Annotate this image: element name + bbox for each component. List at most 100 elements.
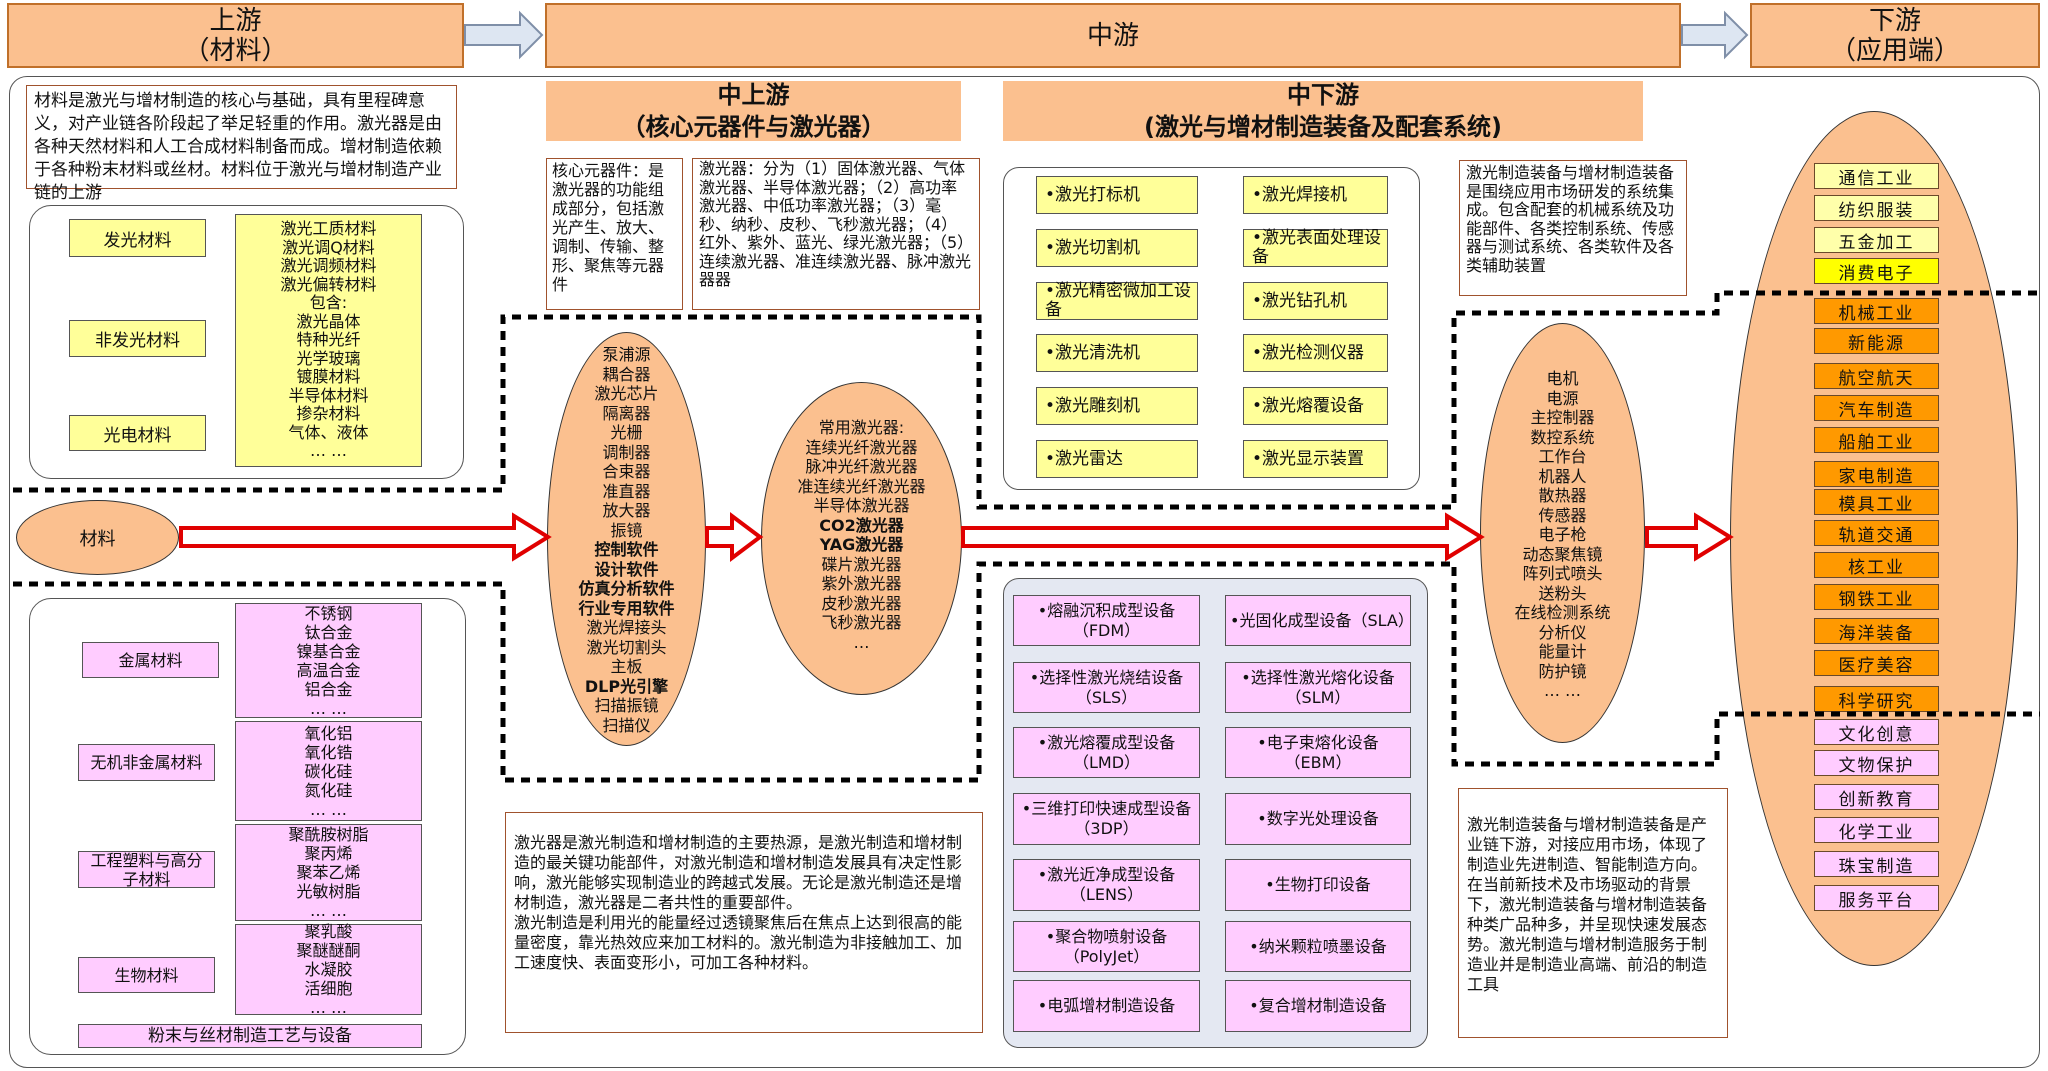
application-item: 轨道交通 <box>1814 520 1939 546</box>
laser-equipment-panel <box>1003 167 1420 490</box>
downstream-title: 下游 <box>1868 5 1921 36</box>
mid-lower-title: 中下游 <box>1287 81 1359 109</box>
laser-equipment-item: •激光切割机 <box>1036 229 1198 267</box>
am-material-item: 聚丙烯 <box>304 844 353 863</box>
laser-type-item: 常用激光器: <box>818 418 905 437</box>
application-item: 服务平台 <box>1814 885 1939 911</box>
materials-root-ellipse: 材料 <box>16 500 179 575</box>
laser-material-item: 特种光纤 <box>296 330 361 350</box>
system-part-item: 电源 <box>1546 388 1579 408</box>
laser-type-item: 飞秒激光器 <box>821 613 902 632</box>
application-item: 文化创意 <box>1814 719 1939 745</box>
powder-equipment-box: 粉末与丝材制造工艺与设备 <box>78 1024 422 1048</box>
am-material-item: 水凝胶 <box>304 960 353 979</box>
laser-equipment-item: •激光清洗机 <box>1036 334 1198 372</box>
component-item: DLP光引擎 <box>584 676 669 696</box>
am-material-category: 生物材料 <box>78 957 215 993</box>
system-part-item: 分析仪 <box>1538 622 1587 642</box>
component-item: 激光焊接头 <box>586 618 667 637</box>
am-material-item: 聚乳酸 <box>304 922 353 941</box>
am-material-item: 铝合金 <box>304 679 353 699</box>
application-item: 纺织服装 <box>1814 195 1939 221</box>
laser-material-item: 激光晶体 <box>296 311 361 331</box>
component-item: 主板 <box>610 657 643 676</box>
am-equipment-item: •电弧增材制造设备 <box>1013 980 1200 1032</box>
am-equipment-item: •熔融沉积成型设备（FDM） <box>1013 595 1200 646</box>
component-item: 隔离器 <box>602 403 651 423</box>
am-material-item: 氧化锆 <box>304 742 353 762</box>
mid-upper-subtitle: （核心元器件与激光器） <box>621 113 886 141</box>
application-item: 科学研究 <box>1814 686 1939 712</box>
system-part-item: 传感器 <box>1538 505 1587 525</box>
system-integration-desc: 激光制造装备与增材制造装备是围绕应用市场研发的系统集成。包含配套的机械系统及功能… <box>1459 160 1687 296</box>
component-item: 耦合器 <box>602 364 651 384</box>
component-item: 设计软件 <box>594 559 659 579</box>
flow-arrow-components <box>705 512 764 562</box>
laser-type-item: 准连续光纤激光器 <box>797 476 926 496</box>
am-material-item: … … <box>309 998 348 1017</box>
component-item: 光栅 <box>610 423 643 442</box>
laser-type-item: 连续光纤激光器 <box>805 437 918 457</box>
component-item: 泵浦源 <box>602 345 651 364</box>
am-material-list: 氧化铝氧化锆碳化硅氮化硅… … <box>235 721 422 821</box>
component-item: 扫描振镜 <box>594 696 659 715</box>
laser-material-item: 掺杂材料 <box>296 404 361 424</box>
application-item: 模具工业 <box>1814 489 1939 515</box>
laser-equipment-item: •激光检测仪器 <box>1243 334 1388 372</box>
component-item: 合束器 <box>602 462 651 481</box>
am-material-item: 活细胞 <box>304 979 353 998</box>
component-item: 振镜 <box>610 520 643 540</box>
application-item: 核工业 <box>1814 552 1939 578</box>
am-material-item: 聚酰胺树脂 <box>288 825 369 844</box>
parts-list: 电机电源主控制器数控系统工作台机器人散热器传感器电子枪动态聚焦镜阵列式喷头送粉头… <box>1480 350 1645 720</box>
laser-equipment-item: •激光显示装置 <box>1243 440 1388 478</box>
upstream-to-midstream-arrow <box>464 10 544 60</box>
application-item: 汽车制造 <box>1814 395 1939 421</box>
laser-type-item: 半导体激光器 <box>813 496 910 515</box>
components-list: 泵浦源耦合器激光芯片隔离器光栅调制器合束器准直器放大器振镜控制软件设计软件仿真分… <box>547 340 706 740</box>
component-item: 扫描仪 <box>602 715 651 735</box>
materials-intro: 材料是激光与增材制造的核心与基础，具有里程碑意义，对产业链各阶段起了举足轻重的作… <box>26 85 457 203</box>
laser-material-item: 激光工质材料 <box>280 219 377 239</box>
component-item: 准直器 <box>602 481 651 501</box>
laser-material-item: 光学玻璃 <box>296 348 361 368</box>
laser-material-item: 激光调Q材料 <box>282 237 375 257</box>
header-upstream: 上游 （材料） <box>7 3 464 68</box>
am-material-category: 工程塑料与高分子材料 <box>78 851 215 889</box>
am-material-list: 聚酰胺树脂聚丙烯聚苯乙烯光敏树脂… … <box>235 824 422 921</box>
am-material-item: … … <box>309 799 348 819</box>
system-part-item: … … <box>1543 681 1582 701</box>
system-part-item: 在线检测系统 <box>1514 603 1611 623</box>
mid-lower-header: 中下游 (激光与增材制造装备及配套系统) <box>1003 81 1643 141</box>
laser-type-item: 皮秒激光器 <box>821 593 902 613</box>
laser-material-item: 半导体材料 <box>288 385 369 405</box>
am-material-list: 聚乳酸聚醚醚酮水凝胶活细胞… … <box>235 922 422 1017</box>
application-item: 化学工业 <box>1814 817 1939 843</box>
system-part-item: 能量计 <box>1538 642 1587 662</box>
component-item: 仿真分析软件 <box>578 579 675 598</box>
laser-material-item: 包含: <box>309 293 348 313</box>
am-material-item: 高温合金 <box>296 660 361 680</box>
system-part-item: 送粉头 <box>1538 583 1587 603</box>
core-components-desc: 核心元器件：是激光器的功能组成部分，包括激光产生、放大、调制、传输、整形、聚焦等… <box>546 158 683 310</box>
flow-arrow-lasers <box>961 512 1485 562</box>
am-equipment-item: •复合增材制造设备 <box>1225 980 1411 1032</box>
component-item: 激光切割头 <box>586 637 667 657</box>
application-item: 珠宝制造 <box>1814 851 1939 877</box>
midstream-to-downstream-arrow <box>1681 10 1749 60</box>
am-material-item: 镍基合金 <box>296 641 361 661</box>
component-item: 调制器 <box>602 442 651 462</box>
lower-laser-boundary <box>13 561 2040 783</box>
component-item: 激光芯片 <box>594 384 659 403</box>
laser-material-category: 发光材料 <box>69 219 206 257</box>
laser-equipment-item: •激光雕刻机 <box>1036 387 1198 425</box>
downstream-desc: 激光制造装备与增材制造装备是产业链下游，对接应用市场，体现了制造业先进制造、智能… <box>1458 788 1728 1038</box>
laser-type-item: 碟片激光器 <box>821 554 902 574</box>
system-part-item: 散热器 <box>1538 486 1587 506</box>
application-item: 船舶工业 <box>1814 427 1939 453</box>
downstream-subtitle: （应用端） <box>1829 35 1960 66</box>
system-part-item: 机器人 <box>1538 466 1587 486</box>
laser-type-item: … <box>853 632 870 652</box>
laser-materials-list: 激光工质材料激光调Q材料激光调频材料激光偏转材料包含:激光晶体特种光纤光学玻璃镀… <box>235 214 422 467</box>
